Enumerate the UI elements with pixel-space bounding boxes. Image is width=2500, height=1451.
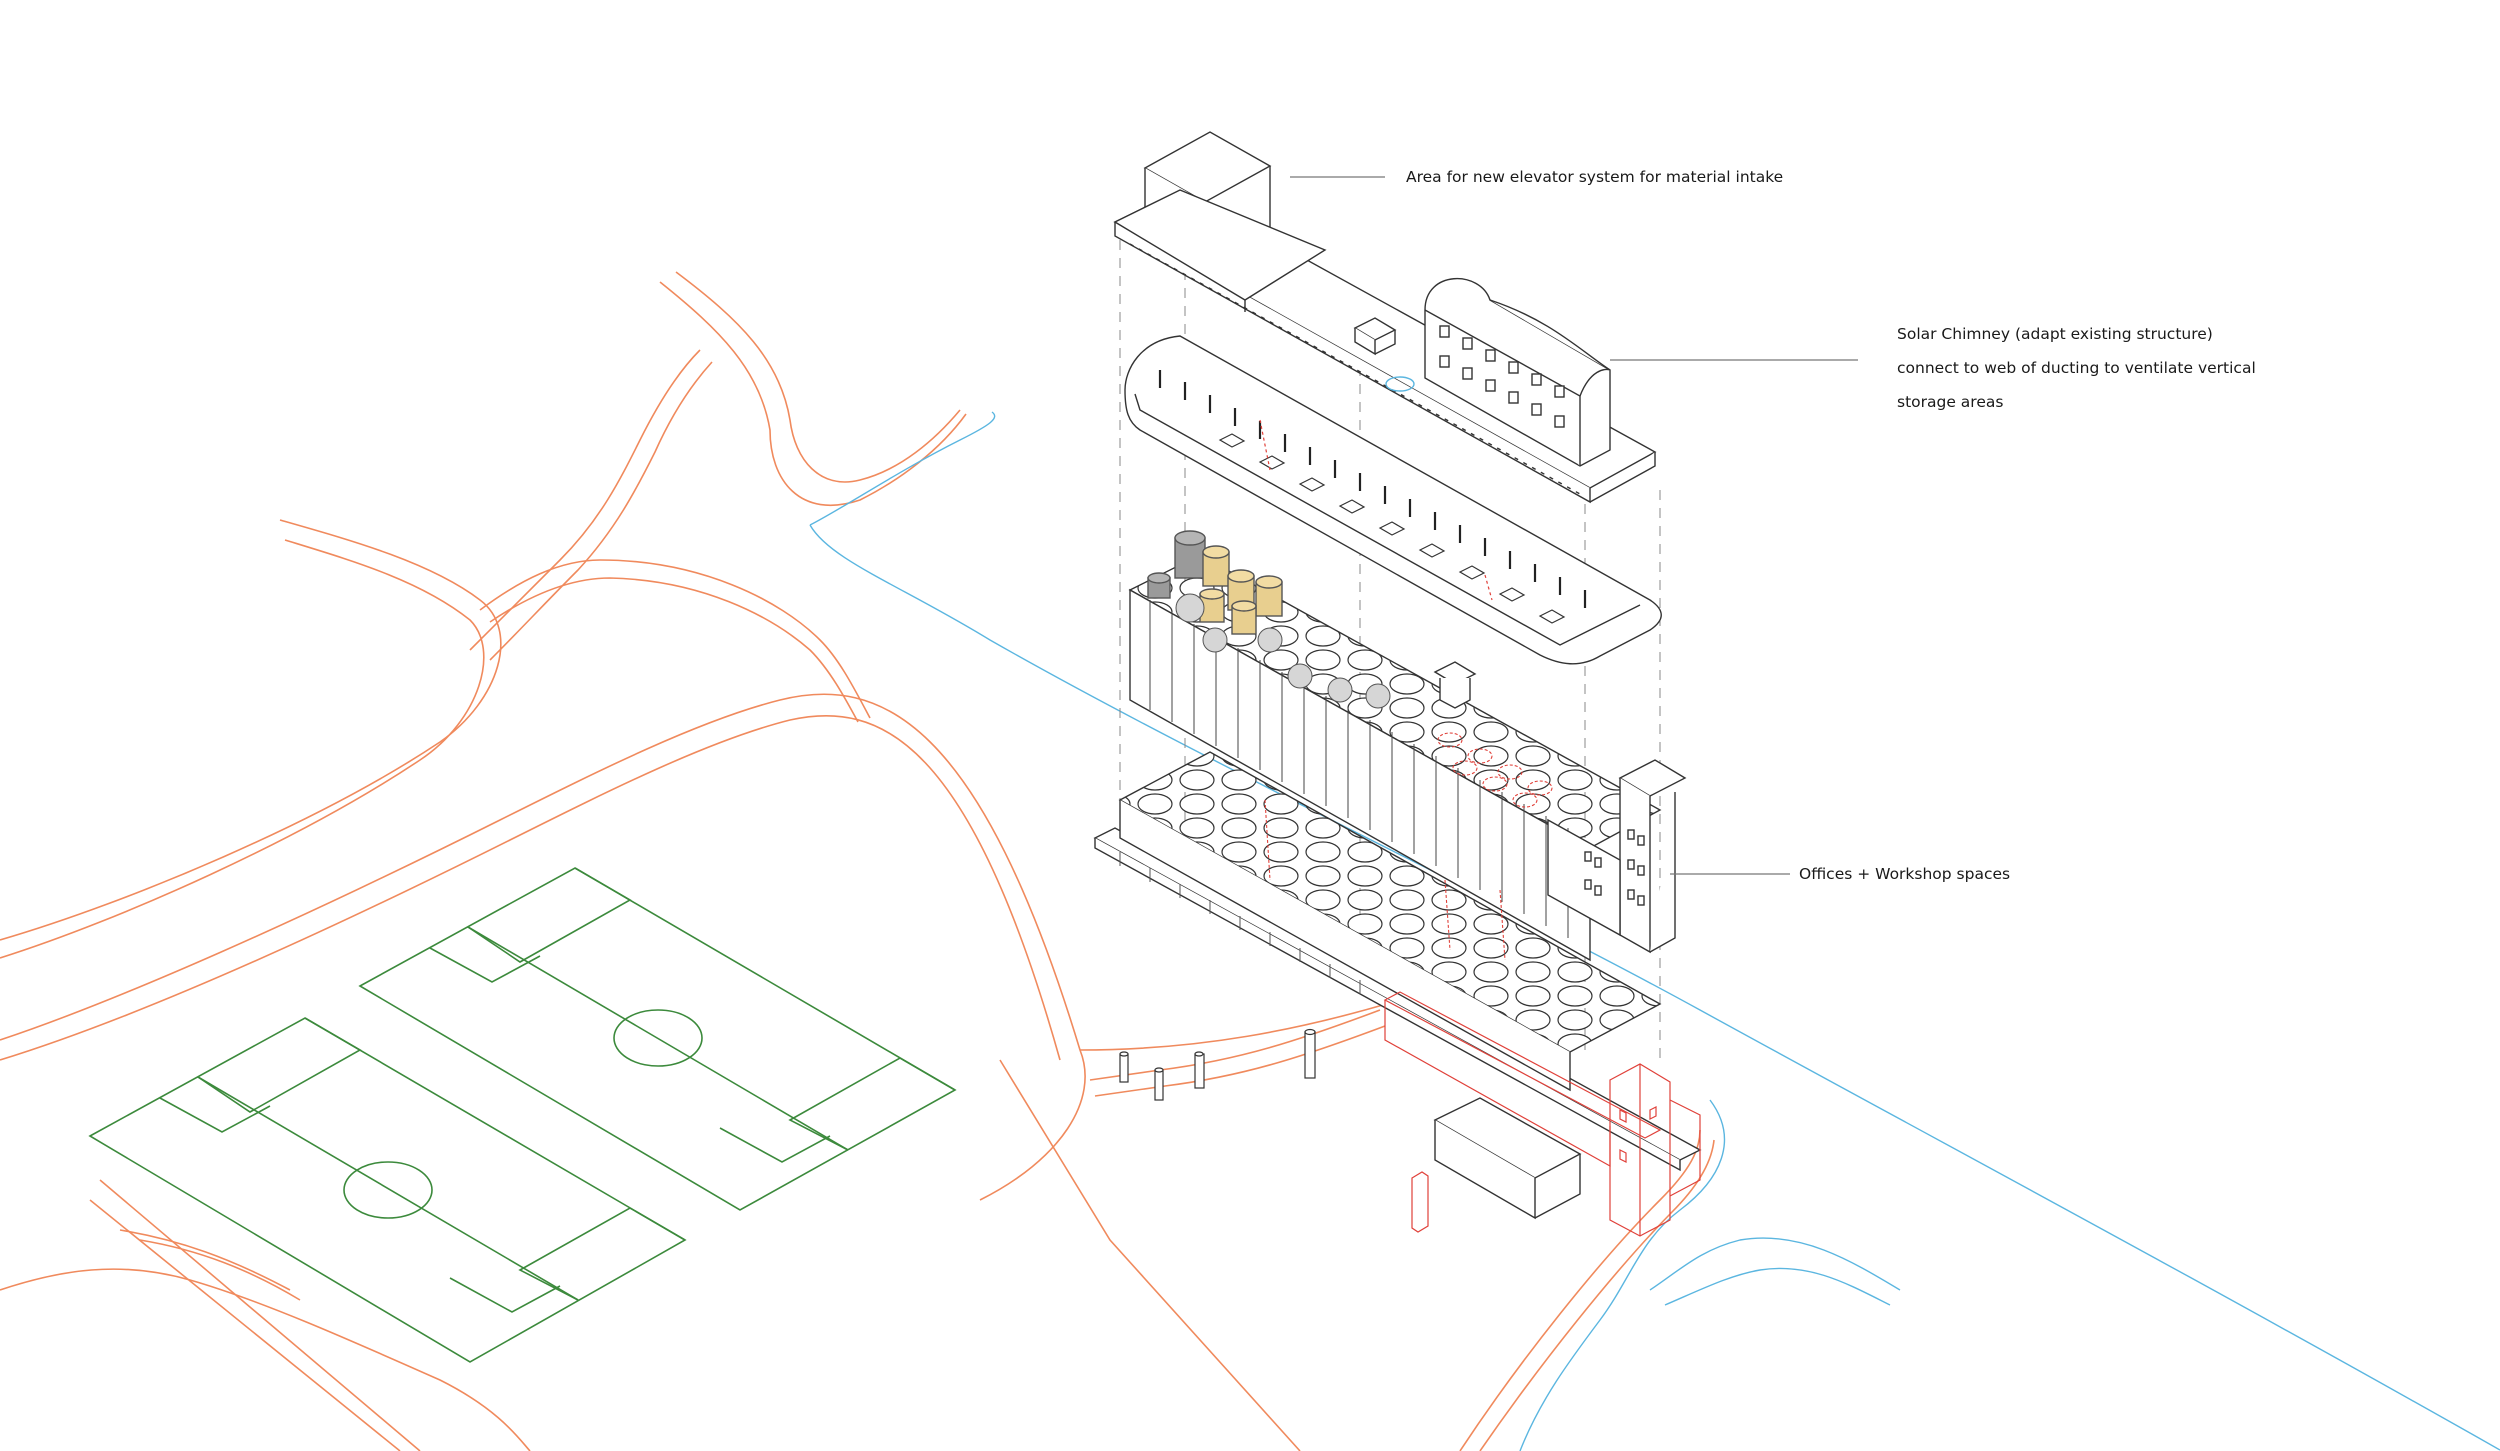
- tower-windows: [1584, 829, 1645, 906]
- bollards: [1119, 1028, 1316, 1101]
- annotation-elevator: Area for new elevator system for materia…: [1406, 168, 1784, 186]
- shed-block: [1433, 1097, 1582, 1220]
- ducting-ground: [1264, 799, 1506, 961]
- existing-building-red: [1383, 991, 1701, 1237]
- upper-floor-layer: [1124, 335, 1662, 665]
- grey-tanks: [1147, 530, 1206, 599]
- red-windows: [1619, 1106, 1657, 1163]
- annotation-solar-chimney-line-3: storage areas: [1897, 393, 2004, 411]
- chimney-windows: [1439, 325, 1565, 428]
- leader-lines: [1290, 176, 1858, 875]
- office-tower-upper: [1547, 759, 1687, 954]
- floor-cells: [1218, 433, 1566, 624]
- annotation-solar-chimney-line-2: connect to web of ducting to ventilate v…: [1897, 359, 2256, 377]
- annotation-solar-chimney: Solar Chimney (adapt existing structure)…: [1897, 317, 2256, 419]
- machinery-textures: [1175, 593, 1391, 709]
- roof-layer: [1113, 131, 1657, 504]
- floor-partitions: [1158, 370, 1587, 608]
- silo-columns: [1149, 600, 1569, 938]
- ducting-silo: [1437, 732, 1553, 808]
- road-network: [0, 271, 1715, 1451]
- silo-storage-layer: [1128, 530, 1662, 962]
- annotation-offices: Offices + Workshop spaces: [1799, 865, 2011, 883]
- sports-pitches: [88, 867, 957, 1363]
- platform-teeth: [1119, 852, 1361, 994]
- annotation-solar-chimney-line-1: Solar Chimney (adapt existing structure): [1897, 325, 2213, 343]
